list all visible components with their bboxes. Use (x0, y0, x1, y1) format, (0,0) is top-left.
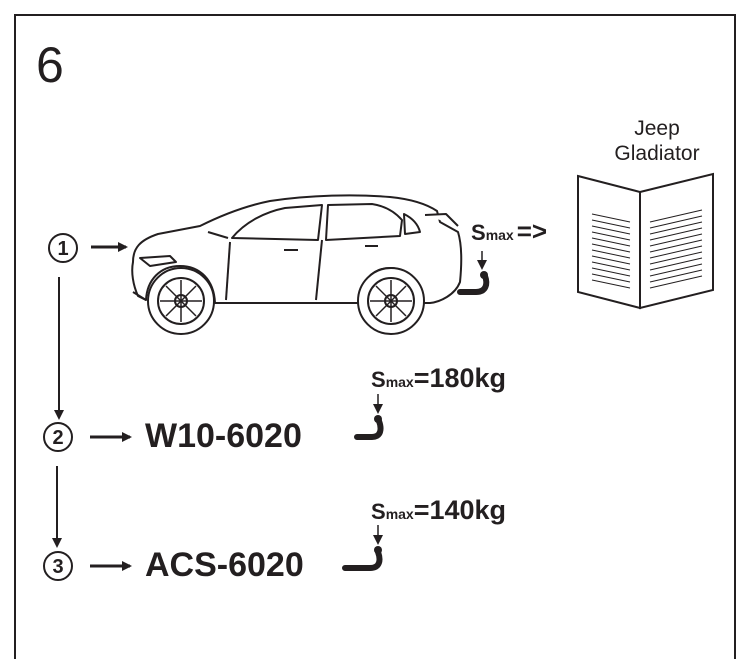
step-number: 6 (36, 37, 64, 93)
acs-towbar-icon (342, 525, 383, 571)
part-number-acs: ACS-6020 (145, 546, 304, 584)
car-wheel-spokes (160, 280, 412, 322)
vehicle-towbar-icon (457, 251, 490, 295)
svg-text:1: 1 (57, 238, 68, 260)
vehicle-smax-label: Smax=> (471, 216, 548, 246)
instruction-frame (14, 14, 736, 659)
svg-text:3: 3 (52, 556, 63, 578)
svg-text:2: 2 (52, 427, 63, 449)
part-number-w10: W10-6020 (145, 417, 302, 455)
acs-smax-label: Smax=140kg (371, 495, 507, 525)
manual-title-line2: Gladiator (614, 142, 700, 165)
option-marker-3: 3 (43, 551, 73, 581)
option-marker-1: 1 (48, 233, 78, 263)
w10-smax-label: Smax=180kg (371, 363, 507, 393)
manual-title-line1: Jeep (634, 117, 680, 140)
diagram-graphics: 1 2 3 (43, 172, 714, 581)
option-marker-2: 2 (43, 422, 73, 452)
manual-book-icon (577, 172, 714, 310)
manual-title: Jeep Gladiator (586, 116, 728, 166)
w10-towbar-icon (354, 394, 384, 440)
